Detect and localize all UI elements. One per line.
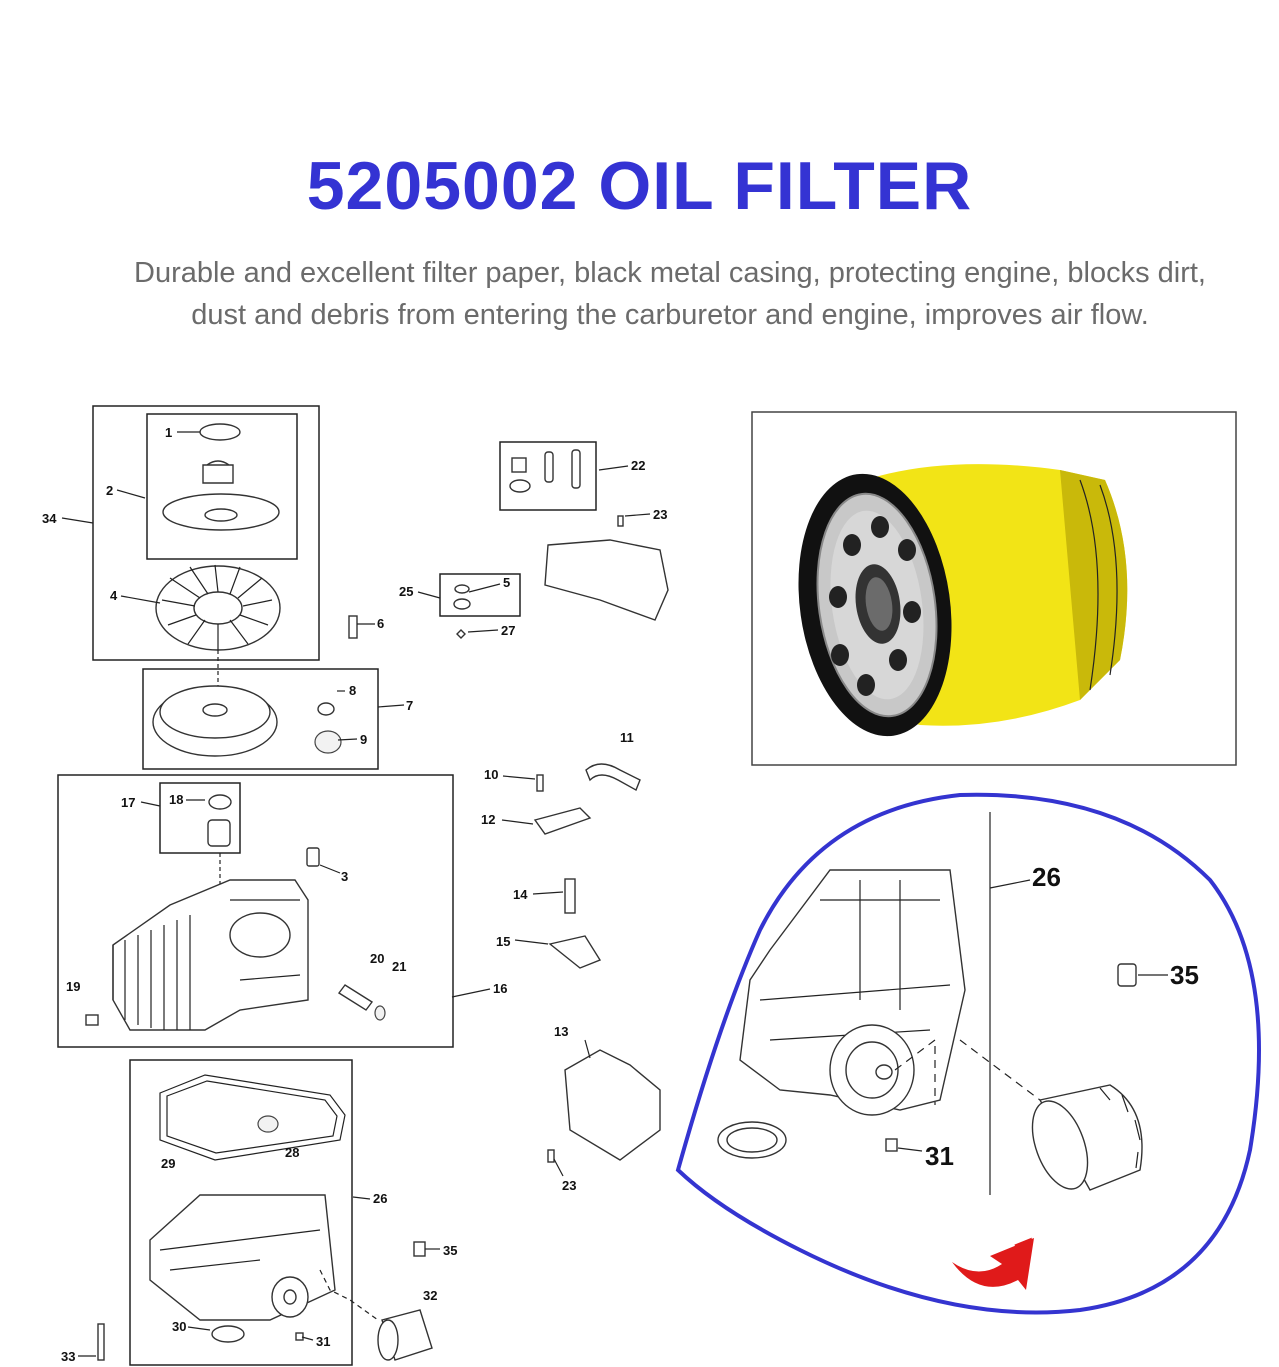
zoom-labels: 26 35 31 <box>925 862 1199 1171</box>
svg-text:10: 10 <box>484 767 498 782</box>
svg-text:31: 31 <box>925 1141 954 1171</box>
part-12-bracket <box>533 807 592 835</box>
svg-text:2: 2 <box>106 483 113 498</box>
svg-text:23: 23 <box>653 507 667 522</box>
assembly-box-34 <box>92 405 320 661</box>
svg-text:29: 29 <box>161 1156 175 1171</box>
part-shroud <box>544 539 669 621</box>
oil-filter-product-image <box>798 464 1128 737</box>
flywheel-box <box>142 668 379 770</box>
svg-text:12: 12 <box>481 812 495 827</box>
svg-text:26: 26 <box>373 1191 387 1206</box>
zoom-detail <box>717 812 1168 1290</box>
svg-text:4: 4 <box>110 588 118 603</box>
part-3-bolt <box>306 847 320 867</box>
part-16-engine-block <box>112 879 309 1031</box>
part-15-plate <box>548 935 602 969</box>
svg-text:26: 26 <box>1032 862 1061 892</box>
part-25-box <box>439 573 521 617</box>
svg-text:18: 18 <box>169 792 183 807</box>
zoom-callout-outline <box>675 792 1261 1315</box>
svg-text:20: 20 <box>370 951 384 966</box>
part-flywheel <box>152 685 278 757</box>
part-23b-screw <box>547 1149 555 1163</box>
page-title: 5205002 OIL FILTER <box>306 148 973 224</box>
svg-text:14: 14 <box>513 887 528 902</box>
svg-text:22: 22 <box>631 458 645 473</box>
svg-text:35: 35 <box>443 1243 457 1258</box>
part-35-sensor <box>413 1241 426 1257</box>
svg-text:30: 30 <box>172 1319 186 1334</box>
svg-text:13: 13 <box>554 1024 568 1039</box>
description-line-2: dust and debris from entering the carbur… <box>191 299 1149 331</box>
description-line-1: Durable and excellent filter paper, blac… <box>134 257 1206 289</box>
part-33-bolt <box>97 1323 105 1361</box>
svg-text:1: 1 <box>165 425 172 440</box>
part-4-fan <box>155 564 281 651</box>
part-26-oil-pan <box>149 1194 336 1321</box>
svg-text:7: 7 <box>406 698 413 713</box>
crankcase-box <box>57 774 454 1048</box>
svg-text:28: 28 <box>285 1145 299 1160</box>
part-1-cap <box>199 423 241 441</box>
part-32-oil-filter <box>377 1309 433 1361</box>
part-8-key <box>317 702 335 716</box>
part-9-gear <box>314 730 342 754</box>
part-23-screw <box>617 515 624 527</box>
svg-text:16: 16 <box>493 981 507 996</box>
svg-text:6: 6 <box>377 616 384 631</box>
svg-text:25: 25 <box>399 584 413 599</box>
part-retainer <box>202 460 234 484</box>
part-27 <box>456 629 466 639</box>
part-21-seal <box>374 1005 386 1021</box>
part-13-guard <box>564 1049 661 1161</box>
product-description: Durable and excellent filter paper, blac… <box>20 252 1279 336</box>
svg-text:17: 17 <box>121 795 135 810</box>
svg-text:34: 34 <box>42 511 57 526</box>
part-11-hose <box>585 763 641 791</box>
svg-text:15: 15 <box>496 934 510 949</box>
svg-text:19: 19 <box>66 979 80 994</box>
svg-text:9: 9 <box>360 732 367 747</box>
svg-text:35: 35 <box>1170 960 1199 990</box>
part-30-seal <box>211 1325 245 1343</box>
part-17-box <box>159 782 241 854</box>
part-20-pin <box>337 984 374 1011</box>
svg-text:8: 8 <box>349 683 356 698</box>
svg-text:5: 5 <box>503 575 510 590</box>
part-10-bolt <box>536 774 544 792</box>
svg-text:3: 3 <box>341 869 348 884</box>
svg-text:23: 23 <box>562 1178 576 1193</box>
svg-text:27: 27 <box>501 623 515 638</box>
part-14-bolt <box>564 878 576 914</box>
svg-text:32: 32 <box>423 1288 437 1303</box>
svg-text:33: 33 <box>61 1349 75 1364</box>
part-22-kit-box <box>499 441 597 511</box>
svg-text:21: 21 <box>392 959 406 974</box>
svg-text:11: 11 <box>620 730 634 745</box>
part-19-dowel <box>85 1014 99 1026</box>
part-6-bolt <box>348 615 358 639</box>
svg-text:31: 31 <box>316 1334 330 1349</box>
oil-pan-box <box>129 1059 353 1366</box>
part-labels: 1 2 3 4 5 6 7 8 9 10 11 12 13 14 15 16 1… <box>42 425 667 1364</box>
part-29-gasket <box>159 1074 346 1161</box>
part-31-bolt <box>295 1332 304 1341</box>
part-28-plug <box>257 1115 279 1133</box>
